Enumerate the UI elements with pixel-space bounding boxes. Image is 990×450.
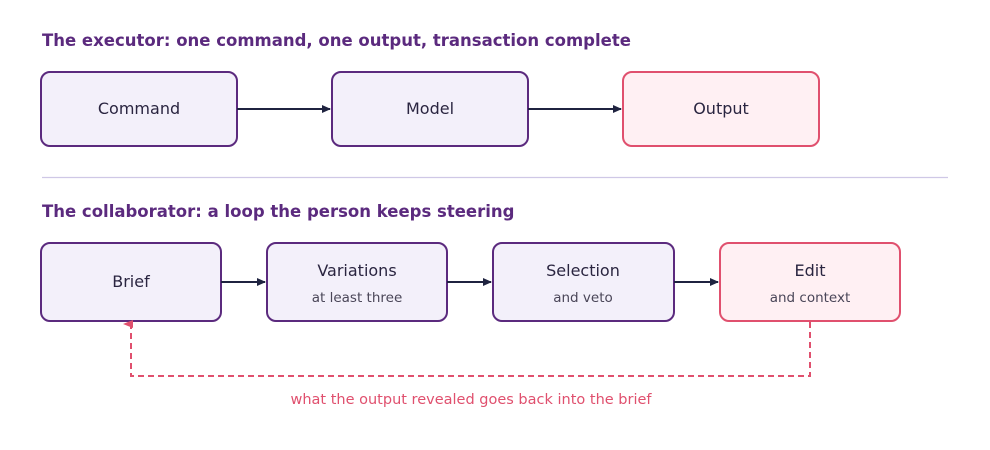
executor-node-output: Output xyxy=(622,71,820,147)
collaborator-heading: The collaborator: a loop the person keep… xyxy=(42,202,514,221)
node-label: Brief xyxy=(112,272,150,291)
node-sublabel: at least three xyxy=(312,290,403,306)
node-label: Output xyxy=(693,99,749,118)
node-sublabel: and context xyxy=(770,290,851,306)
loop-caption: what the output revealed goes back into … xyxy=(290,392,652,408)
collaborator-node-variations: Variations at least three xyxy=(266,242,448,322)
node-label: Edit xyxy=(795,261,826,280)
collaborator-node-brief: Brief xyxy=(40,242,222,322)
node-sublabel: and veto xyxy=(553,290,613,306)
node-label: Command xyxy=(98,99,180,118)
executor-node-model: Model xyxy=(331,71,529,147)
executor-heading: The executor: one command, one output, t… xyxy=(42,31,631,50)
feedback-loop-arrow xyxy=(123,320,811,377)
collaborator-node-selection: Selection and veto xyxy=(492,242,675,322)
executor-node-command: Command xyxy=(40,71,238,147)
node-label: Model xyxy=(406,99,454,118)
node-label: Selection xyxy=(546,261,620,280)
node-label: Variations xyxy=(317,261,396,280)
collaborator-node-edit: Edit and context xyxy=(719,242,901,322)
